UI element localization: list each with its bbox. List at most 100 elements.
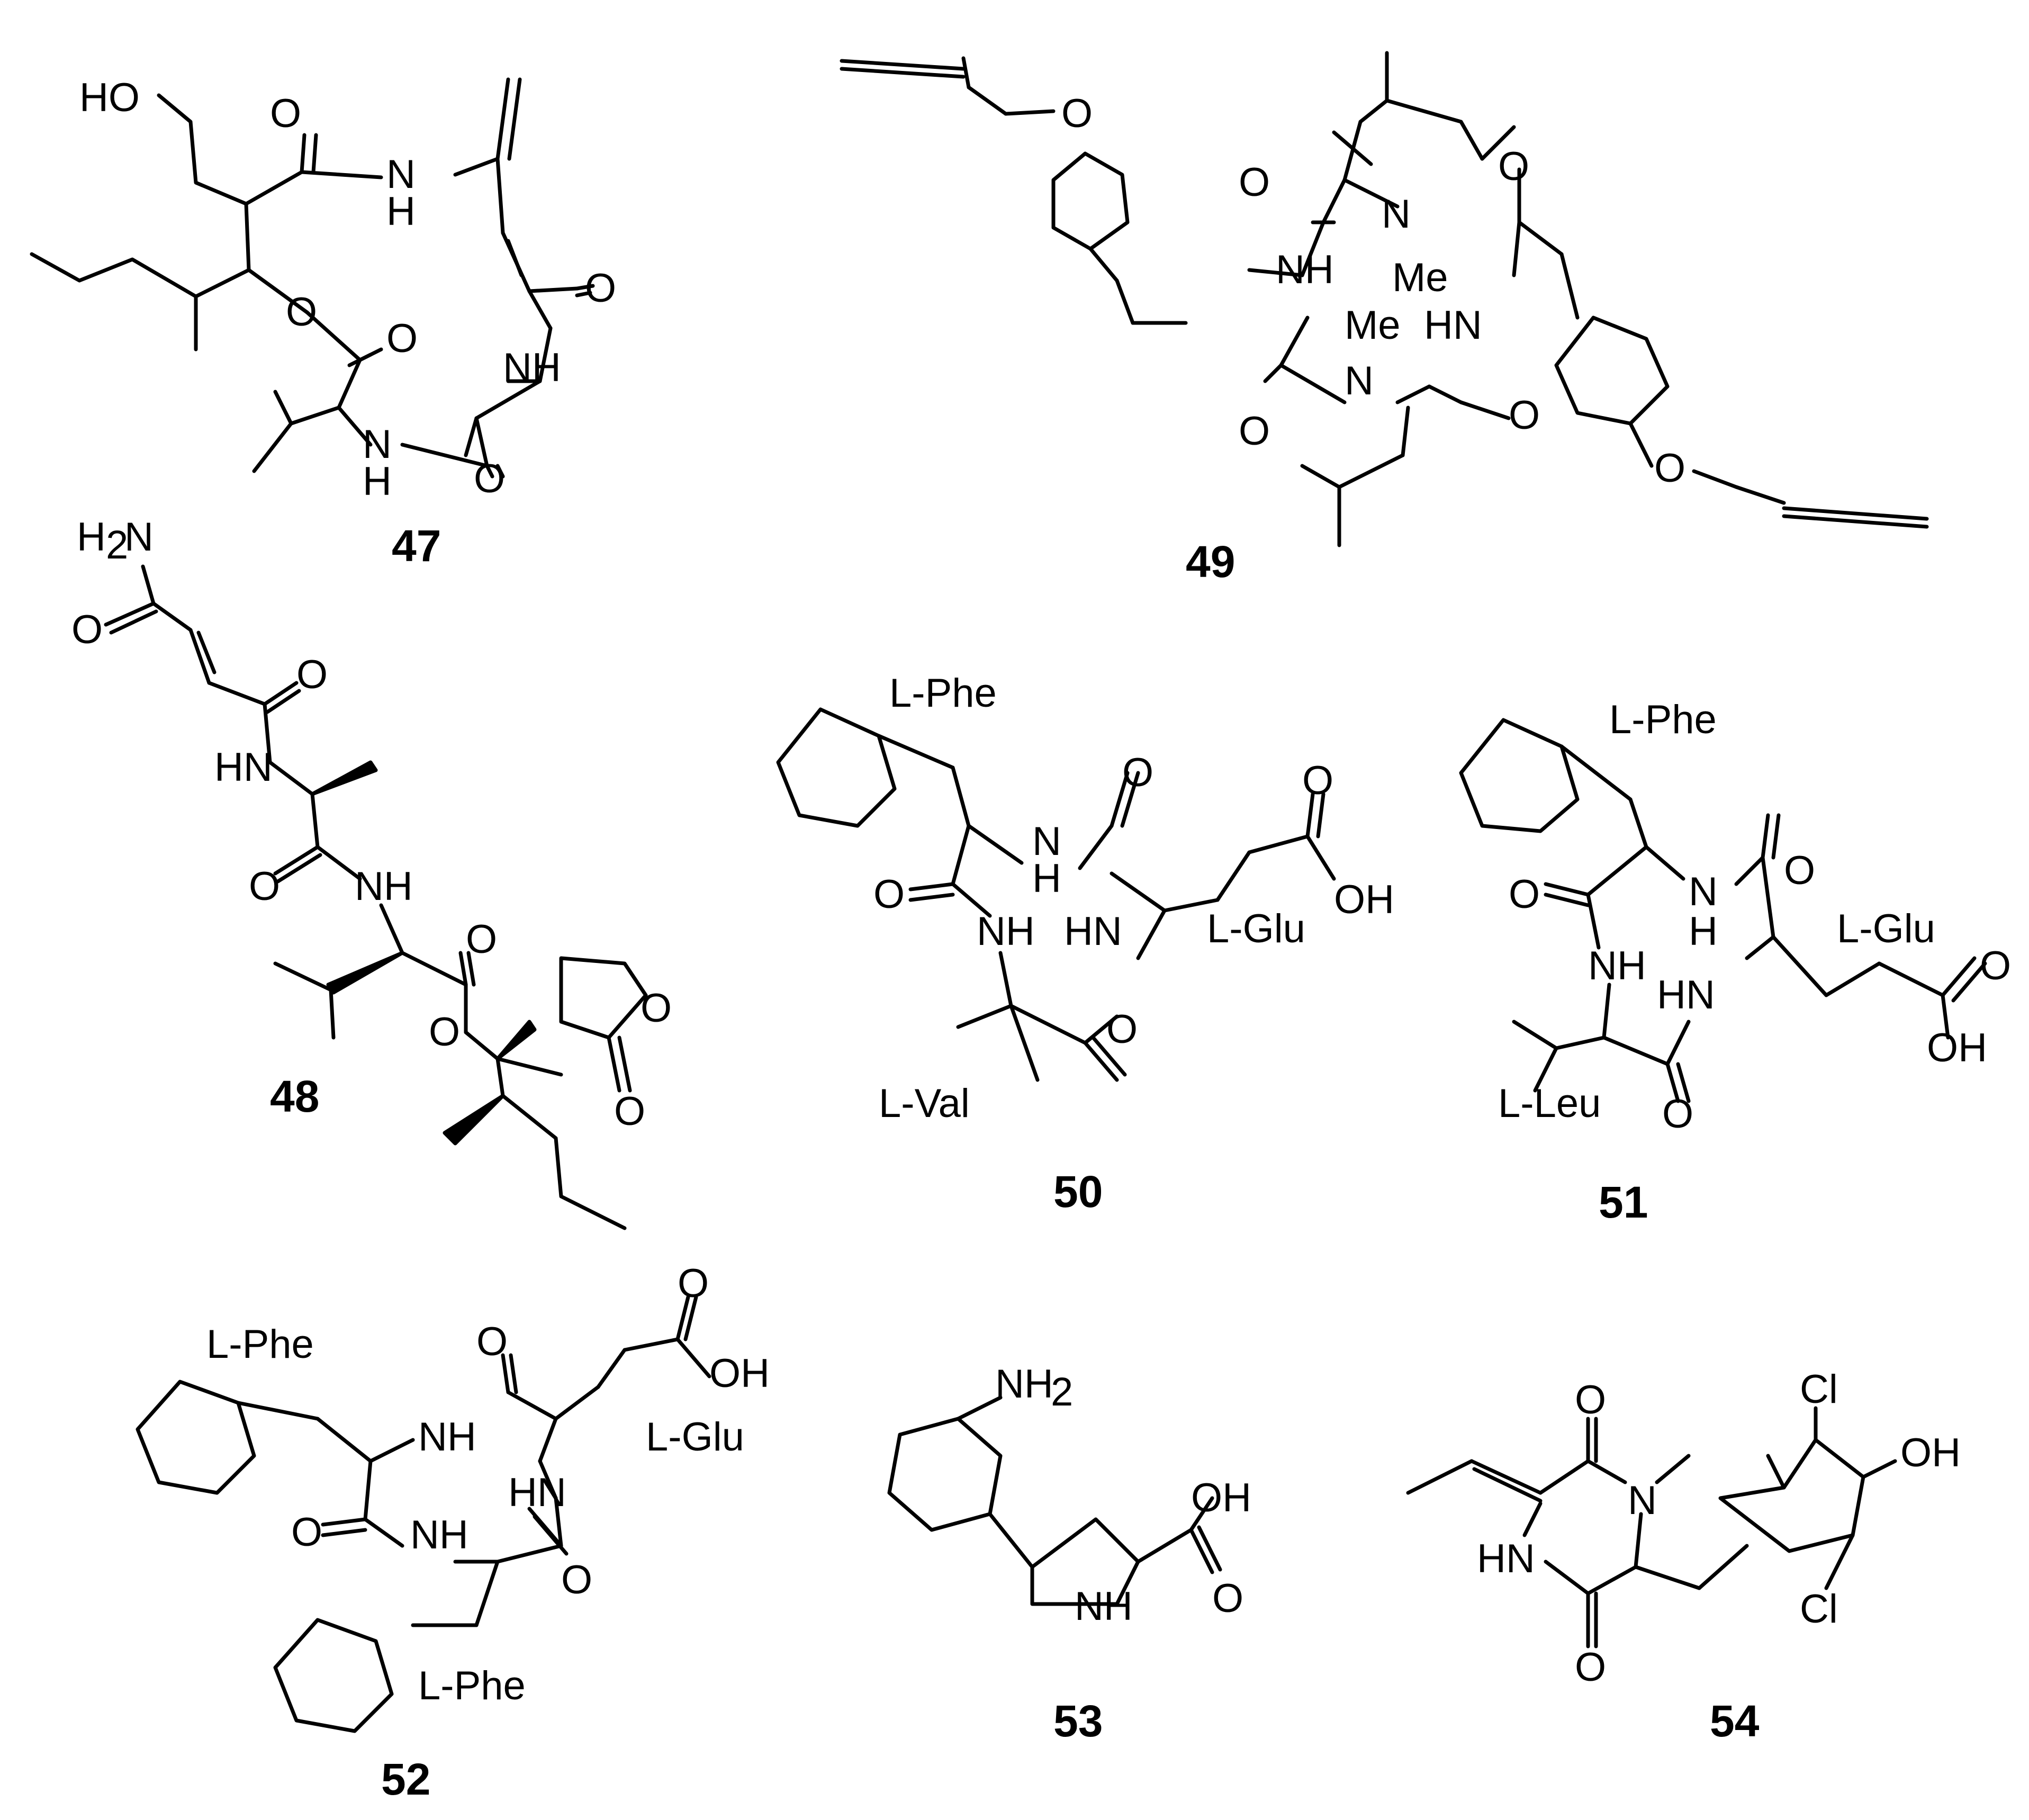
compound-number: 51 (1599, 1177, 1648, 1227)
atom-label: NH (410, 1512, 468, 1557)
compound-number: 47 (392, 521, 441, 571)
atom-label: H (363, 459, 392, 504)
atom-label: O (1662, 1092, 1693, 1137)
atom-label: HN (1477, 1536, 1535, 1581)
atom-label: O (1239, 409, 1270, 454)
atom-label: O (1302, 758, 1333, 803)
compound-number: 53 (1053, 1696, 1103, 1746)
atom-label: O (1509, 393, 1540, 438)
residue-label-phe: L-Phe (1609, 697, 1717, 742)
atom-label: N (1628, 1478, 1657, 1523)
atom-label: O (678, 1261, 709, 1306)
atom-label: H (1032, 856, 1061, 901)
atom-label: NH (503, 345, 561, 390)
atom-label: O (474, 456, 505, 501)
atom-label: O (386, 316, 418, 361)
atom-label: O (71, 607, 103, 652)
atom-label: O (1498, 144, 1529, 189)
atom-label: N (1689, 869, 1718, 914)
atom-label: Cl (1800, 1367, 1838, 1412)
atom-label: H (77, 515, 106, 560)
atom-label: HN (508, 1470, 566, 1515)
compound-number: 48 (270, 1071, 319, 1121)
atom-label: 2 (106, 522, 128, 567)
residue-label-glu: L-Glu (646, 1414, 744, 1459)
atom-label: O (1106, 1007, 1138, 1052)
atom-label: NH (1075, 1584, 1133, 1629)
atom-label: NH (977, 909, 1035, 954)
atom-label: O (249, 864, 280, 909)
compound-50-bonds (776, 707, 1336, 1082)
atom-label: HN (214, 745, 273, 790)
compound-51: L-Phe O O N H NH HN L-Glu O OH L-Leu O 5… (1459, 697, 2011, 1227)
compound-number: 54 (1710, 1696, 1760, 1746)
atom-label: Cl (1800, 1587, 1838, 1632)
atom-label: OH (1900, 1430, 1961, 1475)
atom-label: N (386, 152, 416, 197)
atom-label: N (124, 515, 154, 560)
atom-label: O (614, 1089, 645, 1134)
atom-label: O (270, 91, 301, 136)
compound-54-bonds (1406, 1406, 1897, 1648)
compound-53: NH 2 OH O NH 53 (887, 1362, 1251, 1746)
atom-label: O (429, 1010, 460, 1055)
compound-47-bonds (30, 77, 595, 479)
atom-label: HN (1657, 972, 1715, 1017)
compound-54: O N HN O Cl OH Cl 54 (1406, 1367, 1961, 1746)
atom-label: HO (79, 75, 140, 120)
compound-49: O O N O NH Me Me HN N O O O 49 (840, 51, 1929, 587)
compound-52-bonds (136, 1295, 711, 1733)
atom-label: OH (1191, 1475, 1251, 1520)
atom-label: NH (355, 864, 413, 909)
atom-label: H (1689, 909, 1718, 954)
atom-label: O (1784, 848, 1815, 893)
residue-label-phe: L-Phe (889, 671, 997, 716)
atom-label: NH (1588, 943, 1646, 988)
atom-label: N (1345, 358, 1374, 403)
atom-label: O (1575, 1377, 1606, 1422)
compound-47: HO O N H O O O NH N H O 47 (30, 75, 616, 571)
compound-number: 52 (381, 1754, 430, 1804)
atom-label: O (641, 986, 672, 1031)
compound-53-bonds (887, 1395, 1222, 1606)
atom-label: O (585, 266, 616, 311)
compound-50: L-Phe N H O O O OH NH HN L-Glu O L-Val 5… (776, 671, 1394, 1217)
compound-48: H 2 N O O HN O NH O O O O 48 (71, 515, 672, 1230)
atom-label: OH (1927, 1025, 1987, 1070)
atom-label: O (1980, 943, 2011, 988)
atom-label: NH (418, 1414, 476, 1459)
atom-label: O (1509, 872, 1540, 917)
atom-label: O (1654, 446, 1685, 491)
atom-label: O (873, 872, 905, 917)
atom-label: OH (1334, 877, 1394, 922)
compound-number: 49 (1186, 537, 1235, 587)
residue-label-leu: L-Leu (1498, 1081, 1601, 1126)
atom-label: O (1212, 1576, 1243, 1621)
compound-51-bonds (1459, 718, 1987, 1103)
atom-label: O (476, 1319, 508, 1364)
atom-label: O (1122, 750, 1153, 795)
atom-label: NH (995, 1362, 1053, 1407)
atom-label: O (1061, 91, 1093, 136)
residue-label-phe: L-Phe (418, 1663, 526, 1708)
residue-label-phe: L-Phe (206, 1322, 314, 1367)
atom-label: N (1382, 192, 1411, 237)
atom-label: O (466, 917, 497, 962)
compound-49-bonds (840, 51, 1929, 547)
atom-label: N (1032, 819, 1061, 864)
residue-label-glu: L-Glu (1207, 906, 1305, 951)
atom-label: O (296, 652, 328, 697)
residue-label-glu: L-Glu (1837, 906, 1935, 951)
atom-label: N (363, 422, 392, 467)
atom-label: NH (1276, 247, 1334, 292)
compound-52: L-Phe O O OH NH L-Glu HN O NH O L-Phe 52 (136, 1261, 770, 1804)
compound-48-bonds (104, 564, 648, 1230)
atom-label: 2 (1051, 1369, 1073, 1414)
atom-label: HN (1424, 303, 1482, 348)
compound-number: 50 (1053, 1167, 1103, 1217)
atom-label: Me (1392, 255, 1448, 300)
atom-label: HN (1064, 909, 1122, 954)
atom-label: H (386, 189, 416, 234)
atom-label: O (1575, 1645, 1606, 1690)
